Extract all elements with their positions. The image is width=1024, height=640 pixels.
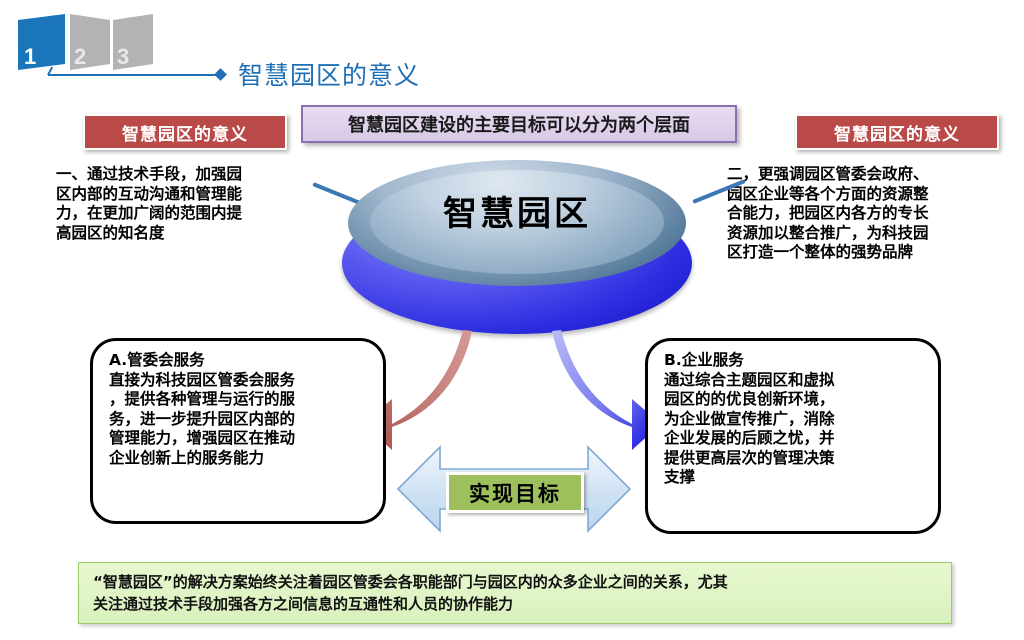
step-number-2[interactable]: 2 bbox=[74, 44, 87, 69]
box-b-enterprise-services: B.企业服务通过综合主题园区和虚拟 园区的的优良创新环境， 为企业做宣传推广，消… bbox=[645, 338, 941, 534]
disc-inner-shape bbox=[370, 170, 664, 274]
summary-banner-text: “智慧园区”的解决方案始终关注着园区管委会各职能部门与园区内的众多企业之间的关系… bbox=[93, 573, 728, 613]
page-title: 智慧园区的意义 bbox=[238, 61, 421, 90]
step-ribbon: 1 2 3 bbox=[10, 12, 160, 72]
summary-banner: “智慧园区”的解决方案始终关注着园区管委会各职能部门与园区内的众多企业之间的关系… bbox=[78, 562, 952, 624]
box-b-title: B.企业服务 bbox=[664, 351, 744, 369]
label-center-purple: 智慧园区建设的主要目标可以分为两个层面 bbox=[301, 105, 737, 143]
disc-label: 智慧园区 bbox=[443, 194, 591, 234]
point-text-left: 一、通过技术手段，加强园 区内部的互动沟通和管理能 力，在更加广阔的范围内提 高… bbox=[56, 165, 243, 242]
box-a-body: 直接为科技园区管委会服务 ，提供各种管理与运行的服 务，进一步提升园区内部的 管… bbox=[109, 370, 296, 467]
title-diamond-icon bbox=[214, 68, 227, 81]
central-disc: 智慧园区 bbox=[334, 158, 700, 334]
label-right-red: 智慧园区的意义 bbox=[795, 114, 999, 150]
step-number-3[interactable]: 3 bbox=[117, 44, 130, 69]
point-text-right: 二，更强调园区管委会政府、 园区企业等各个方面的资源整 合能力，把园区内各方的专… bbox=[727, 165, 929, 262]
ribbon-shape bbox=[18, 14, 153, 70]
box-a-management-services: A.管委会服务直接为科技园区管委会服务 ，提供各种管理与运行的服 务，进一步提升… bbox=[90, 338, 386, 524]
box-a-text: A.管委会服务直接为科技园区管委会服务 ，提供各种管理与运行的服 务，进一步提升… bbox=[109, 351, 373, 468]
box-b-text: B.企业服务通过综合主题园区和虚拟 园区的的优良创新环境， 为企业做宣传推广，消… bbox=[664, 351, 928, 488]
title-underline bbox=[48, 74, 224, 76]
goal-chip: 实现目标 bbox=[446, 472, 584, 513]
box-a-title: A.管委会服务 bbox=[109, 351, 205, 369]
label-left-red: 智慧园区的意义 bbox=[83, 114, 287, 150]
step-number-1[interactable]: 1 bbox=[24, 44, 37, 69]
box-b-body: 通过综合主题园区和虚拟 园区的的优良创新环境， 为企业做宣传推广，消除 企业发展… bbox=[664, 370, 835, 487]
